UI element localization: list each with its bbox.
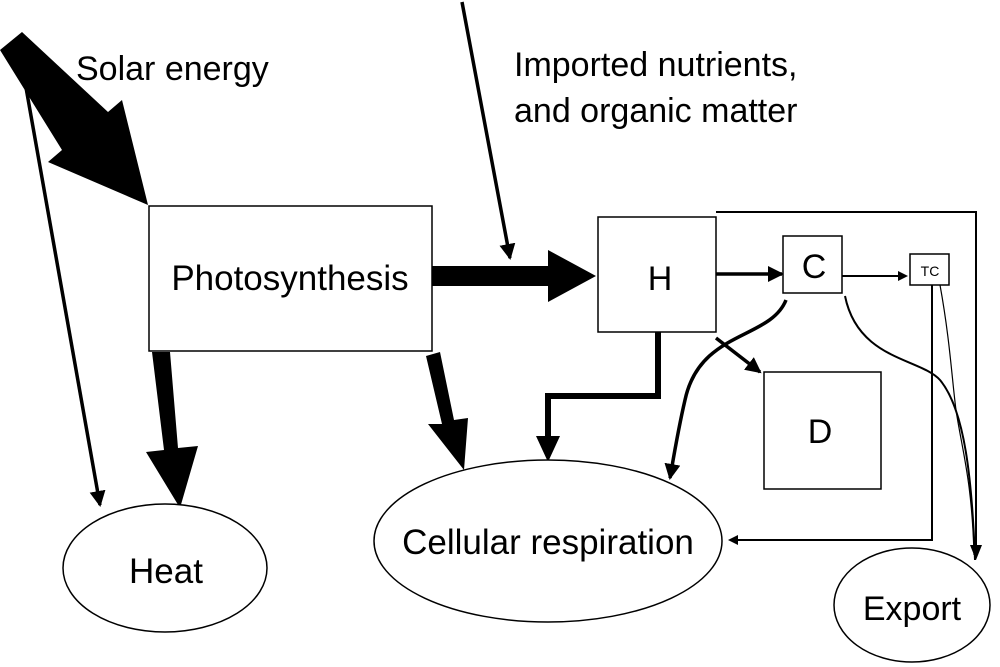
tc-to-export-line [939,284,975,556]
c-label: C [802,248,827,286]
photosynthesis-to-respiration-arrow [426,352,468,470]
h-to-respiration-connector [545,332,661,440]
export-label: Export [863,590,962,628]
h-to-d-arrow [714,336,762,374]
export-ellipse [833,547,991,663]
h-to-export-bracket [716,211,977,548]
h-label: H [648,260,673,298]
photosynthesis-label: Photosynthesis [171,259,408,298]
solar-energy-label: Solar energy [76,50,269,88]
h-to-respiration-arrowhead [536,436,560,462]
d-label: D [808,413,833,451]
solar-energy-arrow [0,32,148,205]
h-box [597,216,717,333]
imported-nutrients-label-line1: Imported nutrients, [514,46,797,84]
d-box [763,371,882,490]
tc-label: TC [921,263,940,279]
c-to-respiration-arrow [664,299,788,480]
cellular-respiration-ellipse [373,459,723,623]
cellular-respiration-label: Cellular respiration [402,523,694,562]
imported-nutrients-arrow [460,1,516,260]
photosynthesis-box [148,205,433,352]
solar-to-heat-arrow [20,64,106,507]
heat-label: Heat [129,552,203,591]
tc-to-respiration-connector [728,285,933,545]
photosynthesis-to-h-arrow [432,250,596,302]
h-to-export-arrowhead [970,545,982,560]
tc-box [909,253,950,286]
imported-nutrients-label-line2: and organic matter [514,92,798,130]
heat-ellipse [62,503,268,633]
c-to-export-curve [844,295,976,561]
c-box [782,235,843,294]
photosynthesis-to-heat-arrow [146,352,198,508]
